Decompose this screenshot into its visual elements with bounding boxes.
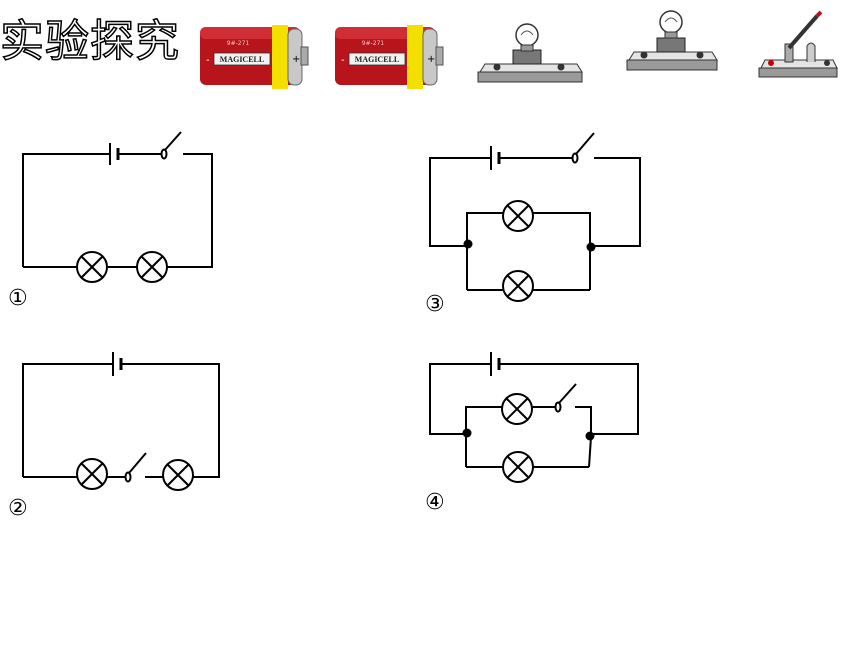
junction-dot <box>586 242 596 252</box>
lamp-symbol-2b <box>162 459 194 491</box>
lamp-symbol-4a <box>501 393 533 425</box>
lamp-symbol-1a <box>76 251 108 283</box>
circuit-diagram-1 <box>22 131 213 268</box>
lamp-symbol-3a <box>502 200 534 232</box>
lamp-holder-2 <box>626 10 718 71</box>
battery-minus-sign: - <box>341 55 345 66</box>
diagram-label-3: ③ <box>425 292 445 317</box>
battery-brand-label: MAGICELL <box>355 55 399 64</box>
battery-2: MAGICELL 9#-271 - + <box>335 25 444 89</box>
battery-1: MAGICELL 9#-271 - + <box>200 25 309 89</box>
circuit-diagram-2 <box>22 352 220 483</box>
lamp-symbol-1b <box>136 251 168 283</box>
lamp-symbol-4b <box>502 451 534 483</box>
diagram-label-2: ② <box>8 496 28 521</box>
circuit-diagram-3 <box>429 132 641 291</box>
diagram-label-4: ④ <box>425 490 445 515</box>
lamp-holder-1 <box>477 23 583 83</box>
junction-dot <box>462 428 472 438</box>
lamp-symbol-2a <box>76 458 108 490</box>
junction-dot <box>463 239 473 249</box>
battery-plus-sign: + <box>292 54 300 65</box>
battery-brand-label: MAGICELL <box>220 55 264 64</box>
page-title: 实验探究 <box>0 15 180 68</box>
junction-dot <box>585 431 595 441</box>
circuit-diagram-4 <box>429 352 639 468</box>
diagram-label-1: ① <box>8 286 28 311</box>
lamp-symbol-3b <box>502 270 534 302</box>
knife-switch <box>758 10 838 78</box>
battery-small-text: 9#-271 <box>227 40 250 47</box>
battery-small-text: 9#-271 <box>362 40 385 47</box>
battery-minus-sign: - <box>206 55 210 66</box>
battery-plus-sign: + <box>427 54 435 65</box>
